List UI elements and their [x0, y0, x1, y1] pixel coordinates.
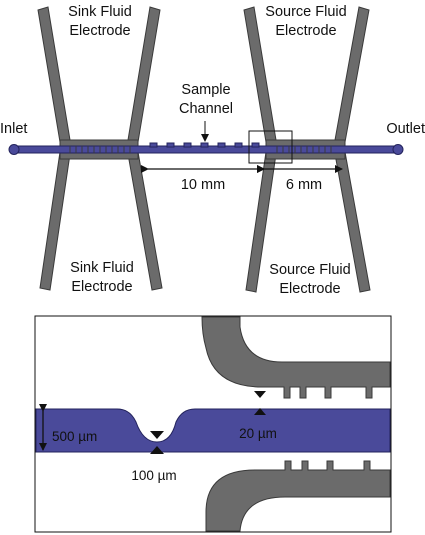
gap-label: 20 µm — [239, 426, 277, 441]
source-bottom-label-line2: Electrode — [279, 281, 340, 297]
source-electrode-bottom — [245, 151, 371, 293]
source-bottom-label-line1: Source Fluid — [269, 262, 350, 278]
notch-label: 100 µm — [131, 468, 176, 483]
inset-detail: 500 µm 20 µm 100 µm — [34, 315, 392, 533]
outlet-label: Outlet — [386, 121, 425, 137]
gap-marker-down — [254, 391, 266, 398]
outlet-port — [392, 144, 404, 155]
inset-bottom-electrode — [205, 460, 391, 532]
dimension-10mm-label: 10 mm — [181, 177, 225, 193]
source-top-label-line1: Source Fluid — [265, 4, 346, 20]
top-device-layout: Sink Fluid Electrode Source Fluid Electr… — [0, 4, 425, 297]
inlet-port — [8, 144, 20, 155]
sample-channel-label-line1: Sample — [181, 82, 230, 98]
inset-indicator-box — [248, 130, 293, 164]
sink-bottom-label-line1: Sink Fluid — [70, 260, 134, 276]
sample-channel-label-line2: Channel — [179, 101, 233, 117]
source-top-label-line2: Electrode — [275, 23, 336, 39]
sink-top-label-line2: Electrode — [69, 23, 130, 39]
source-electrode-top — [243, 6, 370, 149]
inset-top-electrode — [201, 316, 391, 399]
dimension-6mm-label: 6 mm — [286, 177, 322, 193]
sink-top-label-line1: Sink Fluid — [68, 4, 132, 20]
inlet-label: Inlet — [0, 121, 27, 137]
notch-marker-down — [150, 431, 164, 439]
sink-bottom-label-line2: Electrode — [71, 279, 132, 295]
channel-width-label: 500 µm — [52, 429, 97, 444]
inset-sample-channel — [35, 408, 391, 453]
notch-marker-up — [150, 446, 164, 454]
gap-marker-up — [254, 408, 266, 415]
sample-channel — [8, 142, 404, 155]
